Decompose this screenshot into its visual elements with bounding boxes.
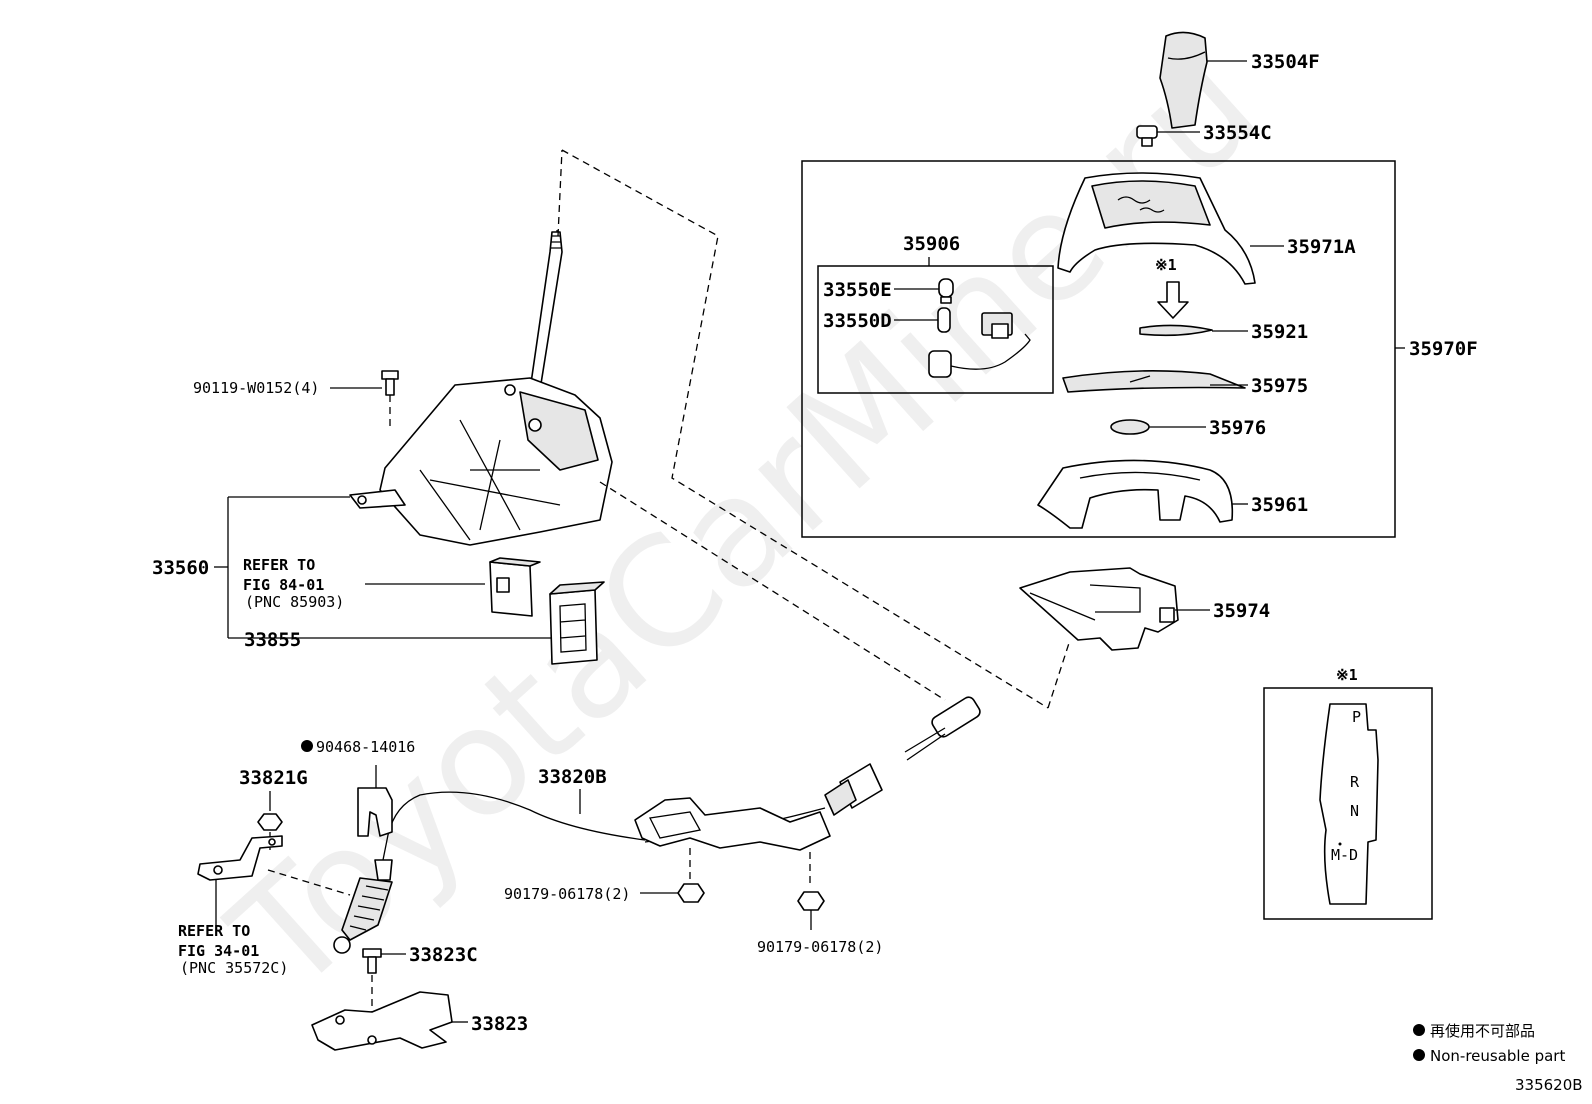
label-33821G: 33821G — [239, 767, 308, 789]
inset-marker: ※1 — [1336, 666, 1358, 684]
marker-note-1: ※1 — [1155, 256, 1177, 274]
label-33554C: 33554C — [1203, 122, 1272, 144]
shift-lever-assembly — [349, 230, 613, 546]
label-33823C: 33823C — [409, 944, 478, 966]
note-refer-84-line3: (PNC 85903) — [245, 593, 344, 611]
label-90179-a: 90179-06178(2) — [504, 885, 630, 903]
harness-box-35906 — [817, 265, 1054, 394]
bolt-33823C — [362, 948, 382, 974]
down-arrow-icon — [1157, 281, 1189, 319]
label-35974: 35974 — [1213, 600, 1270, 622]
inset-label-n: N — [1350, 802, 1359, 820]
label-33550E: 33550E — [823, 279, 892, 301]
label-90179-b: 90179-06178(2) — [757, 938, 883, 956]
label-33560: 33560 — [152, 557, 209, 579]
label-35976: 35976 — [1209, 417, 1266, 439]
inset-dot — [1338, 842, 1342, 846]
bulb-socket-harness — [928, 312, 1031, 378]
bulb-33550E — [938, 278, 954, 304]
inset-label-p: P — [1352, 708, 1361, 726]
legend-dot-jp-icon — [1413, 1024, 1425, 1036]
label-33823: 33823 — [471, 1013, 528, 1035]
label-33550D: 33550D — [823, 310, 892, 332]
note-refer-34-line3: (PNC 35572C) — [180, 959, 288, 977]
note-refer-34-line1: REFER TO — [178, 922, 250, 940]
label-33855: 33855 — [244, 629, 301, 651]
connector-85903 — [489, 557, 541, 617]
indicator-plate-detail — [1319, 703, 1379, 905]
indicator-plate — [1139, 324, 1213, 337]
label-90468: 90468-14016 — [316, 738, 415, 756]
label-33504F: 33504F — [1251, 51, 1320, 73]
nut-33821G — [257, 813, 283, 831]
legend-en: Non-reusable part — [1430, 1047, 1565, 1065]
inset-label-md: M-D — [1331, 846, 1358, 864]
legend-jp: 再使用不可部品 — [1430, 1022, 1535, 1040]
shift-cable — [333, 696, 981, 954]
label-35970F: 35970F — [1409, 338, 1478, 360]
bolt-90119 — [381, 370, 399, 396]
note-refer-34-line2: FIG 34-01 — [178, 942, 259, 960]
label-90119: 90119-W0152(4) — [193, 379, 319, 397]
label-35906: 35906 — [903, 233, 960, 255]
nut-90179-b — [797, 891, 825, 911]
figure-code: 335620B — [1515, 1076, 1583, 1094]
indicator-disc — [1110, 419, 1150, 435]
inset-label-r: R — [1350, 773, 1360, 791]
note-refer-84-line2: FIG 84-01 — [243, 576, 324, 594]
inset-box — [1263, 687, 1433, 920]
legend-dot-en-icon — [1413, 1049, 1425, 1061]
light-guide-sheet — [1062, 370, 1246, 393]
nut-90179-a — [677, 883, 705, 903]
retainer-clip-90468 — [357, 787, 393, 837]
note-refer-84-line1: REFER TO — [243, 556, 315, 574]
label-35971A: 35971A — [1287, 236, 1356, 258]
bracket-plate-33823 — [311, 991, 453, 1051]
non-reusable-dot-icon — [301, 740, 313, 752]
label-35921: 35921 — [1251, 321, 1308, 343]
label-35975: 35975 — [1251, 375, 1308, 397]
label-35961: 35961 — [1251, 494, 1308, 516]
bulb-33550D — [937, 307, 951, 333]
lower-bezel — [1037, 459, 1234, 529]
connector-33855 — [549, 581, 605, 665]
label-33820B: 33820B — [538, 766, 607, 788]
shift-knob — [1159, 31, 1208, 129]
assembly-box-35970F — [801, 160, 1396, 538]
shift-base-35974 — [1019, 567, 1179, 651]
position-indicator-bezel — [1057, 172, 1256, 285]
cable-bracket-left — [197, 835, 283, 881]
